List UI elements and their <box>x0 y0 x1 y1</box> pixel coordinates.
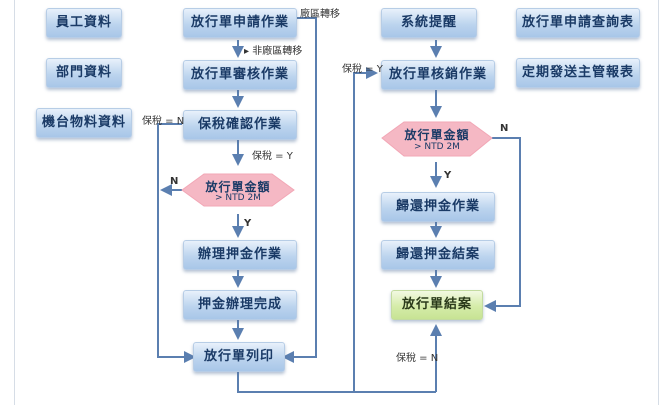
diamond-left-cond: > NTD 2M <box>215 193 261 203</box>
arrow-factory-transfer <box>282 17 317 363</box>
box-release-review[interactable]: 放行單審核作業 <box>183 60 297 90</box>
diamond-right-cond: > NTD 2M <box>414 142 460 152</box>
diamond-amount-right <box>381 121 493 157</box>
label-bond-n-bottom: 保稅 = N <box>396 353 439 364</box>
label-y-left: Y <box>244 218 252 229</box>
label-n-right: N <box>500 123 509 134</box>
box-department-data[interactable]: 部門資料 <box>46 58 122 88</box>
label-bond-n-left: 保稅 = N <box>142 116 185 127</box>
arrow-bond-y-right <box>353 67 378 392</box>
diamond-amount-left <box>181 173 295 207</box>
arrow-amount-n-right <box>484 137 521 312</box>
box-release-writeoff[interactable]: 放行單核銷作業 <box>381 60 495 90</box>
box-return-deposit[interactable]: 歸還押金作業 <box>381 192 495 222</box>
box-bond-confirm[interactable]: 保稅確認作業 <box>183 110 297 140</box>
box-release-apply[interactable]: 放行單申請作業 <box>183 8 297 38</box>
box-employee-data[interactable]: 員工資料 <box>46 8 122 38</box>
arrow-bond-n <box>157 123 196 363</box>
label-n-left: N <box>170 176 179 187</box>
box-release-close[interactable]: 放行單結案 <box>391 290 483 320</box>
box-release-query-report[interactable]: 放行單申請查詢表 <box>516 8 640 38</box>
label-non-factory-transfer: ▸ 非廠區轉移 <box>244 46 303 57</box>
label-bond-y-left: 保稅 = Y <box>252 151 293 162</box>
box-return-deposit-close[interactable]: 歸還押金結案 <box>381 240 495 270</box>
line-print-bottom <box>237 372 436 393</box>
box-release-print[interactable]: 放行單列印 <box>193 342 285 372</box>
page-frame <box>14 0 659 405</box>
box-deposit-process[interactable]: 辦理押金作業 <box>183 240 297 270</box>
label-bond-y-right: 保稅 = Y <box>342 64 383 75</box>
box-system-reminder[interactable]: 系統提醒 <box>381 8 477 38</box>
diamond-left-title: 放行單金額 <box>205 180 271 194</box>
label-y-right: Y <box>444 170 452 181</box>
box-machine-material-data[interactable]: 機台物料資料 <box>36 108 132 138</box>
diamond-right-title: 放行單金額 <box>404 128 470 142</box>
box-manager-periodic-report[interactable]: 定期發送主管報表 <box>516 58 640 88</box>
box-deposit-done[interactable]: 押金辦理完成 <box>183 290 297 320</box>
label-factory-transfer: 廠區轉移 <box>300 9 340 20</box>
